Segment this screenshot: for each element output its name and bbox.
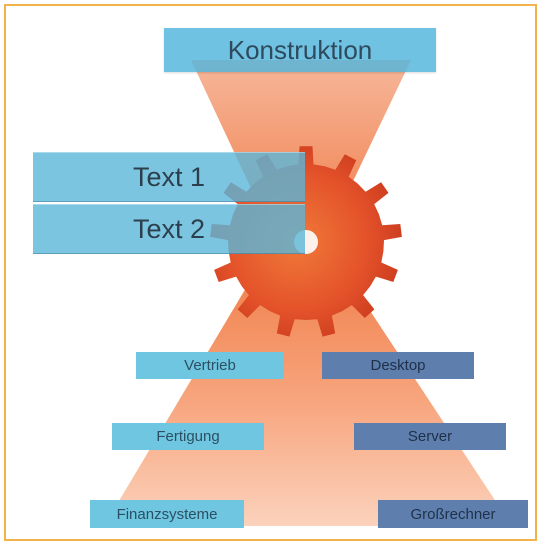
text-2-box: Text 2 bbox=[33, 204, 305, 254]
output-fertigung-box: Fertigung bbox=[112, 423, 264, 450]
text-1-box: Text 1 bbox=[33, 152, 305, 202]
text-2-label: Text 2 bbox=[132, 213, 206, 244]
output-server-label: Server bbox=[407, 428, 453, 445]
construction-box: Konstruktion bbox=[164, 28, 436, 72]
output-grossrechner-box: Großrechner bbox=[378, 500, 528, 528]
output-finanzsysteme-label: Finanzsysteme bbox=[116, 505, 218, 523]
output-finanzsysteme-box: Finanzsysteme bbox=[90, 500, 244, 528]
construction-label: Konstruktion bbox=[227, 34, 373, 65]
diagram-artwork bbox=[104, 60, 512, 526]
output-desktop-box: Desktop bbox=[322, 352, 474, 379]
output-desktop-label: Desktop bbox=[370, 357, 426, 374]
output-fertigung-label: Fertigung bbox=[156, 428, 220, 445]
output-vertrieb-label: Vertrieb bbox=[184, 357, 236, 374]
text-1-label: Text 1 bbox=[132, 161, 206, 192]
output-vertrieb-box: Vertrieb bbox=[136, 352, 284, 379]
diagram-frame: Konstruktion Text 1 Text 2 Vertrieb Fert… bbox=[4, 4, 537, 541]
output-grossrechner-label: Großrechner bbox=[410, 505, 496, 523]
output-server-box: Server bbox=[354, 423, 506, 450]
bottom-funnel bbox=[104, 241, 512, 526]
